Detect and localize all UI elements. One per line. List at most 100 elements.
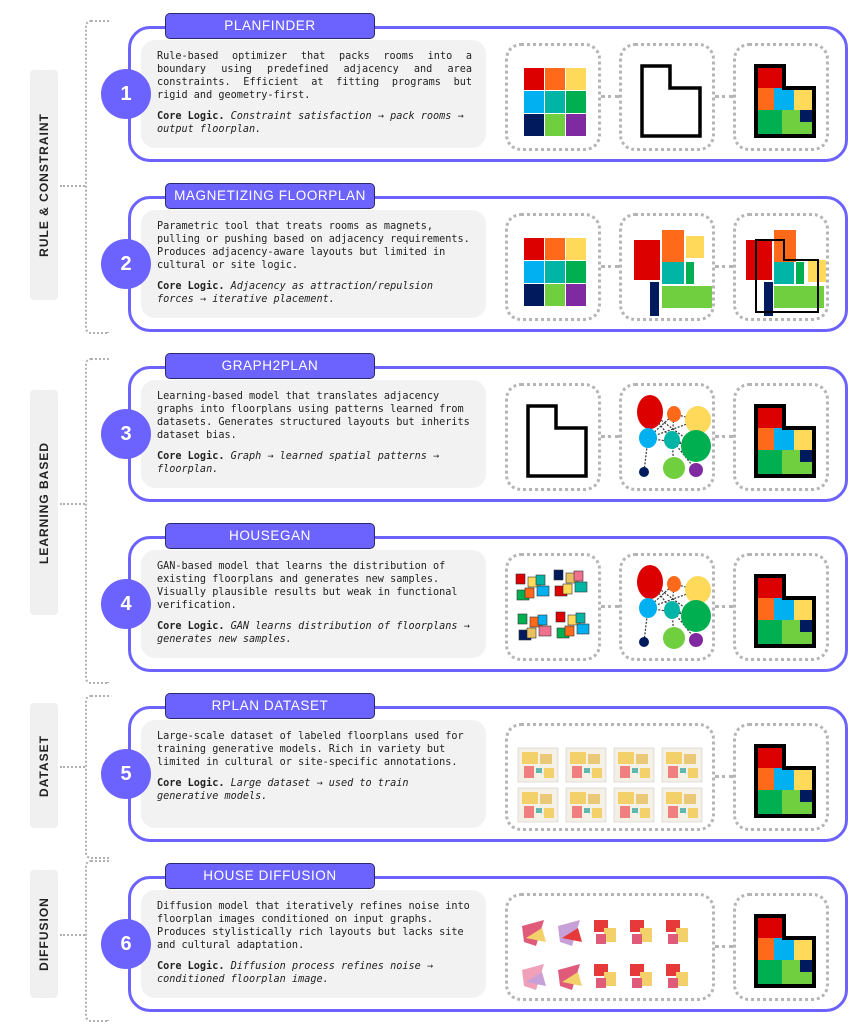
- room-block: [524, 114, 544, 136]
- graph-node: [685, 406, 711, 434]
- method-description-box: Learning-based model that translates adj…: [141, 380, 486, 488]
- method-description-box: Diffusion model that iteratively refines…: [141, 890, 486, 998]
- room-block: [566, 238, 586, 260]
- magnetized-rooms-illustration: [634, 230, 712, 316]
- graph-edge: [649, 581, 697, 617]
- adjacency-graph-image: [619, 383, 715, 491]
- room-block: [524, 587, 535, 599]
- graph-node: [663, 457, 685, 479]
- room-block: [666, 752, 682, 764]
- gan-samples-illustration: [515, 569, 590, 641]
- graph-node: [681, 430, 711, 462]
- core-logic-label: Core Logic.: [157, 621, 225, 632]
- graph-edge: [649, 411, 697, 447]
- room-block: [537, 614, 548, 626]
- room-block: [522, 792, 538, 804]
- category-label-text: RULE & CONSTRAINT: [37, 113, 51, 257]
- room-block: [524, 766, 534, 778]
- room-block: [572, 766, 582, 778]
- category-label-1: RULE & CONSTRAINT: [30, 70, 58, 300]
- room-block: [666, 792, 682, 804]
- room-block: [573, 570, 584, 582]
- final-floorplan-image: [733, 553, 829, 661]
- room-block: [588, 754, 600, 764]
- room-block: [618, 792, 634, 804]
- graph-node: [689, 463, 703, 477]
- diffusion-samples-image: [505, 893, 715, 1001]
- room-block: [524, 806, 534, 818]
- flow-connector: [715, 95, 733, 98]
- room-block: [566, 68, 586, 90]
- room-block: [640, 808, 650, 818]
- room-block: [668, 978, 678, 988]
- room-block: [668, 806, 678, 818]
- room-block: [756, 576, 784, 598]
- room-block: [555, 611, 566, 623]
- room-block: [680, 768, 686, 773]
- graph-node: [685, 576, 711, 604]
- graph-node: [681, 600, 711, 632]
- room-block: [592, 808, 602, 818]
- room-block: [756, 768, 774, 790]
- shape: [754, 404, 816, 478]
- room-block: [796, 262, 804, 284]
- magnetized-rooms-image: [619, 213, 715, 321]
- method-title: PLANFINDER: [165, 13, 375, 39]
- room-block: [800, 110, 814, 122]
- description-text: Diffusion model that iteratively refines…: [157, 901, 470, 951]
- room-block: [536, 768, 542, 773]
- room-block: [545, 284, 565, 306]
- room-block: [774, 938, 794, 960]
- room-block: [545, 68, 565, 90]
- room-block: [584, 768, 590, 773]
- room-block: [524, 238, 544, 260]
- category-label-4: DIFFUSION: [30, 870, 58, 998]
- room-block: [680, 808, 686, 813]
- room-block: [676, 928, 688, 942]
- room-block: [756, 620, 782, 646]
- adjacency-graph-illustration: [637, 565, 711, 649]
- magnetized-fit-image: [733, 213, 829, 321]
- category-label-2: LEARNING BASED: [30, 390, 58, 615]
- room-block: [774, 262, 794, 284]
- room-block: [756, 960, 782, 986]
- room-block: [800, 450, 814, 462]
- graph-node: [637, 565, 663, 599]
- room-grid-image: [505, 43, 601, 151]
- core-logic-text: Large dataset → used to train generative…: [157, 778, 409, 802]
- core-logic-text: Adjacency as attraction/repulsion forces…: [157, 281, 434, 305]
- category-label-text: DIFFUSION: [37, 897, 51, 971]
- core-logic-label: Core Logic.: [157, 281, 225, 292]
- final-floorplan-illustration: [754, 64, 816, 138]
- room-block: [620, 766, 630, 778]
- graph-node: [639, 467, 649, 477]
- room-block: [553, 569, 564, 581]
- description-text: Rule-based optimizer that packs rooms in…: [157, 51, 472, 101]
- room-block: [632, 768, 638, 773]
- shape: [526, 972, 546, 986]
- room-block: [522, 752, 538, 764]
- graph-edge: [643, 607, 649, 643]
- room-block: [570, 752, 586, 764]
- core-logic-text: GAN learns distribution of floorplans → …: [157, 621, 470, 645]
- flow-connector: [715, 945, 733, 948]
- category-bracket: [85, 20, 109, 334]
- room-block: [566, 91, 586, 113]
- category-bracket: [85, 860, 109, 1022]
- core-logic-label: Core Logic.: [157, 961, 225, 972]
- room-block: [566, 114, 586, 136]
- step-number-badge: 1: [101, 69, 151, 119]
- room-block: [756, 790, 782, 816]
- graph-node: [667, 406, 681, 422]
- room-block: [524, 91, 544, 113]
- method-title: MAGNETIZING FLOORPLAN: [165, 183, 375, 209]
- room-block: [634, 240, 660, 280]
- shape: [754, 914, 816, 988]
- room-block: [620, 806, 630, 818]
- flow-connector: [601, 605, 619, 608]
- room-grid-image: [505, 213, 601, 321]
